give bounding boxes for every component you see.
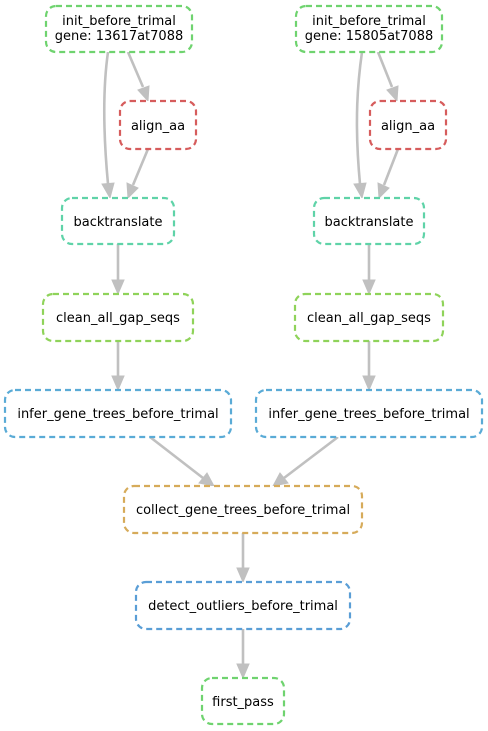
node-sublabel: gene: 15805at7088 (305, 29, 434, 44)
node-backtranslate-2[interactable]: backtranslate (312, 196, 426, 246)
edge-align2-to-backtranslate2 (377, 148, 400, 200)
node-label: infer_gene_trees_before_trimal (17, 407, 218, 422)
node-label: backtranslate (74, 215, 163, 230)
node-align-aa-1[interactable]: align_aa (118, 99, 198, 151)
node-label: clean_all_gap_seqs (56, 311, 180, 326)
node-first-pass[interactable]: first_pass (200, 676, 286, 726)
node-label: init_before_trimal (312, 14, 426, 29)
node-backtranslate-1[interactable]: backtranslate (60, 196, 176, 246)
edge-clean2-to-infer2 (362, 341, 376, 392)
node-label: align_aa (131, 119, 185, 134)
node-label: clean_all_gap_seqs (307, 311, 431, 326)
edge-align1-to-backtranslate1 (126, 148, 150, 200)
edge-infer2-to-collect (272, 435, 339, 487)
node-clean-all-gap-seqs-2[interactable]: clean_all_gap_seqs (293, 292, 445, 343)
node-detect-outliers[interactable]: detect_outliers_before_trimal (134, 580, 352, 631)
edge-init1-to-align1 (126, 51, 150, 103)
node-label: detect_outliers_before_trimal (148, 599, 338, 614)
edge-backtranslate1-to-clean1 (111, 244, 125, 296)
edge-backtranslate2-to-clean2 (362, 244, 376, 296)
node-infer-gene-trees-1[interactable]: infer_gene_trees_before_trimal (3, 388, 233, 439)
edge-init1-to-backtranslate1 (101, 51, 115, 200)
edge-collect-to-detect (236, 533, 250, 584)
node-label: align_aa (381, 119, 435, 134)
node-align-aa-2[interactable]: align_aa (368, 99, 448, 151)
edge-clean1-to-infer1 (111, 341, 125, 392)
node-infer-gene-trees-2[interactable]: infer_gene_trees_before_trimal (254, 388, 484, 439)
node-clean-all-gap-seqs-1[interactable]: clean_all_gap_seqs (41, 292, 195, 343)
edge-detect-to-firstpass (236, 629, 250, 680)
edge-init2-to-backtranslate2 (353, 51, 367, 200)
edge-init2-to-align2 (376, 51, 399, 103)
node-label: collect_gene_trees_before_trimal (136, 503, 350, 518)
node-init-before-trimal-1[interactable]: init_before_trimal gene: 13617at7088 (44, 4, 194, 54)
node-sublabel: gene: 13617at7088 (55, 29, 184, 44)
node-label: infer_gene_trees_before_trimal (268, 407, 469, 422)
node-collect-gene-trees[interactable]: collect_gene_trees_before_trimal (122, 484, 364, 535)
node-init-before-trimal-2[interactable]: init_before_trimal gene: 15805at7088 (294, 4, 444, 54)
node-label: backtranslate (325, 215, 414, 230)
node-label: init_before_trimal (62, 14, 176, 29)
edge-infer1-to-collect (149, 435, 215, 487)
node-label: first_pass (212, 695, 274, 710)
